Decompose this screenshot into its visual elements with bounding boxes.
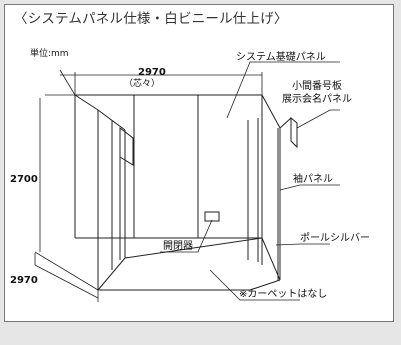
diagram-title: 〈システムパネル仕様・白ビニール仕上げ〉 xyxy=(14,11,288,27)
dim-width-note: （芯々） xyxy=(124,77,160,89)
diagram-card xyxy=(4,4,394,322)
label-booth-sign-1: 小間番号板 xyxy=(292,79,342,92)
dim-depth: 2970 xyxy=(10,275,38,286)
leader-lines xyxy=(160,61,340,301)
unit-label: 単位:mm xyxy=(30,49,69,59)
label-pole: ポールシルバー xyxy=(300,232,370,244)
dim-width-top: 2970 xyxy=(138,67,166,78)
label-breaker: 開閉器 xyxy=(163,240,193,252)
label-carpet-note: ※カーペットはなし xyxy=(239,288,327,300)
booth-structure xyxy=(74,94,298,291)
label-system-panel: システム基礎パネル xyxy=(236,50,326,63)
dimension-lines xyxy=(34,69,263,302)
dim-height: 2700 xyxy=(10,174,38,185)
label-booth-sign-2: 展示会名パネル xyxy=(282,92,352,105)
label-sleeve-panel: 袖パネル xyxy=(293,172,333,185)
